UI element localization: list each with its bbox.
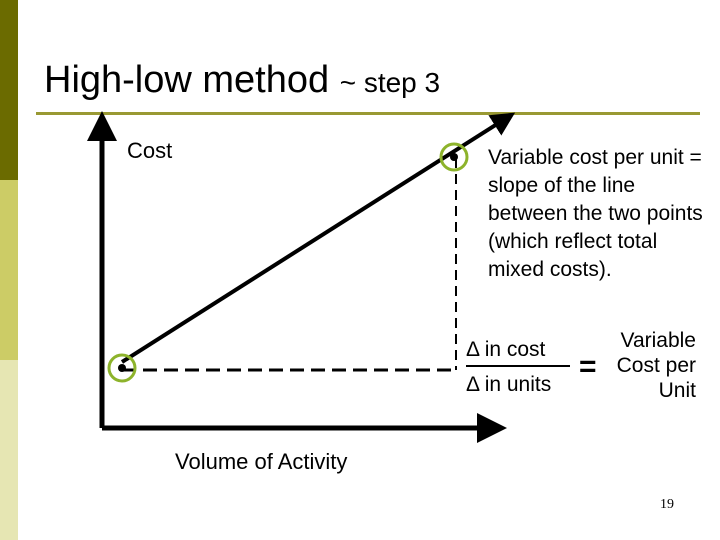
slide-title-main: High-low method: [44, 59, 330, 101]
slope-description: Variable cost per unit = slope of the li…: [488, 146, 703, 281]
y-axis-label: Cost: [127, 138, 173, 163]
slide-title-step: ~ step 3: [339, 67, 441, 98]
low-point-highlight: [107, 353, 137, 383]
formula-result: Variable Cost per Unit: [616, 329, 696, 402]
x-axis-label: Volume of Activity: [175, 449, 348, 474]
low-point: [118, 364, 126, 372]
high-point-highlight: [439, 142, 469, 172]
formula-fraction-bar: [466, 365, 570, 367]
page-number: 19: [660, 497, 674, 512]
formula-equals: =: [579, 350, 597, 383]
high-point: [450, 153, 458, 161]
cost-line: [120, 112, 516, 364]
formula-numerator: Δ in cost: [466, 338, 546, 361]
accent-bar-bottom: [0, 360, 18, 540]
formula-denominator: Δ in units: [466, 373, 552, 396]
slide-title: High-low method ~ step 3: [44, 58, 440, 105]
title-underline: [36, 112, 700, 115]
accent-bar-middle: [0, 180, 18, 360]
accent-bar-top: [0, 0, 18, 180]
